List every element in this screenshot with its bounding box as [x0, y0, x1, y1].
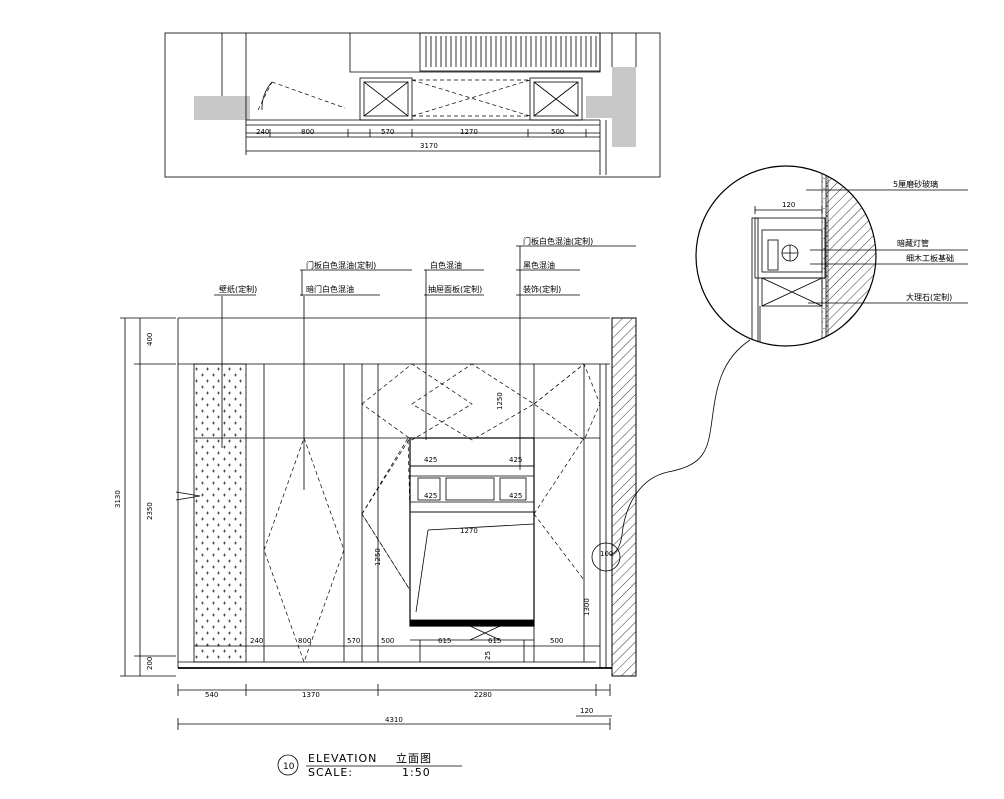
wallpaper-panel: [193, 363, 247, 663]
dim-bottom-1: 540: [205, 691, 218, 699]
plan-view: 240 800 570 1270 500 3170: [164, 32, 661, 178]
scale-value: 1:50: [402, 766, 431, 779]
central-cabinet: [409, 437, 535, 662]
svg-text:425: 425: [424, 456, 437, 464]
plan-frame: [164, 32, 661, 178]
svg-text:1250: 1250: [496, 392, 504, 410]
dim-bottom-3: 2280: [474, 691, 492, 699]
title-block: 10 ELEVATION 立面图 SCALE: 1:50: [277, 751, 462, 779]
detail-label-light: 暗藏灯管: [897, 238, 929, 248]
dim-bottom-2: 1370: [302, 691, 320, 699]
dim-left-3: 200: [146, 657, 154, 670]
annotation-door-white-2: 门板白色混油(定制): [523, 236, 593, 246]
dim-left-2: 2350: [146, 502, 154, 520]
dim-left-total: 3130: [114, 490, 122, 508]
title-number-circle: [277, 754, 299, 776]
plan-dim-3: 570: [381, 128, 394, 136]
annotation-black-paint: 黑色混油: [523, 260, 555, 270]
svg-text:615: 615: [438, 637, 451, 645]
detail-label-glass: 5厘磨砂玻璃: [893, 179, 938, 189]
svg-text:25: 25: [484, 651, 492, 660]
svg-text:425: 425: [424, 492, 437, 500]
annotation-wallpaper: 壁纸(定制): [219, 284, 257, 294]
plan-dim-1: 240: [256, 128, 269, 136]
plan-air-grille: [419, 32, 601, 72]
plan-dim-2: 800: [301, 128, 314, 136]
dim-bottom-4: 120: [580, 707, 593, 715]
svg-text:425: 425: [509, 456, 522, 464]
detail-label-board: 细木工板基础: [906, 253, 954, 263]
elevation-view: 门板白色混油(定制) 白色混油 门板白色混油(定制) 壁纸(定制) 暗门白色混油…: [114, 236, 637, 730]
detail-label-marble: 大理石(定制): [906, 292, 952, 302]
elevation-wall-right: [611, 317, 637, 677]
annotation-door-white: 门板白色混油(定制): [306, 260, 376, 270]
annotation-drawer: 抽屉面板(定制): [428, 284, 482, 294]
svg-text:1250: 1250: [374, 548, 382, 566]
svg-text:615: 615: [488, 637, 501, 645]
annotation-decoration: 装饰(定制): [523, 284, 561, 294]
svg-text:570: 570: [347, 637, 360, 645]
detail-callout: 120 5厘磨砂玻璃 暗藏灯管 细木工板基础 大理石(定制): [591, 165, 968, 572]
door-diamond-left: [263, 436, 345, 664]
svg-text:240: 240: [250, 637, 263, 645]
svg-text:1270: 1270: [460, 527, 478, 535]
plan-dim-5: 500: [551, 128, 564, 136]
svg-text:425: 425: [509, 492, 522, 500]
svg-text:800: 800: [298, 637, 311, 645]
dim-total: 4310: [385, 716, 403, 724]
svg-text:500: 500: [381, 637, 394, 645]
svg-text:500: 500: [550, 637, 563, 645]
scale-label: SCALE:: [308, 766, 353, 779]
svg-text:100: 100: [600, 550, 613, 558]
plan-wall-left: [194, 96, 250, 120]
annotation-white-paint: 白色混油: [430, 260, 462, 270]
detail-dim: 120: [782, 201, 795, 209]
plan-wall-right: [612, 67, 636, 147]
title-label: ELEVATION: [308, 752, 377, 765]
title-number: 10: [283, 762, 295, 772]
svg-text:1300: 1300: [583, 598, 591, 616]
dim-left-1: 400: [146, 333, 154, 346]
plan-dim-4: 1270: [460, 128, 478, 136]
title-label-cn: 立面图: [396, 751, 432, 765]
annotation-hidden-door: 暗门白色混油: [306, 284, 354, 294]
plan-dim-total: 3170: [420, 142, 438, 150]
